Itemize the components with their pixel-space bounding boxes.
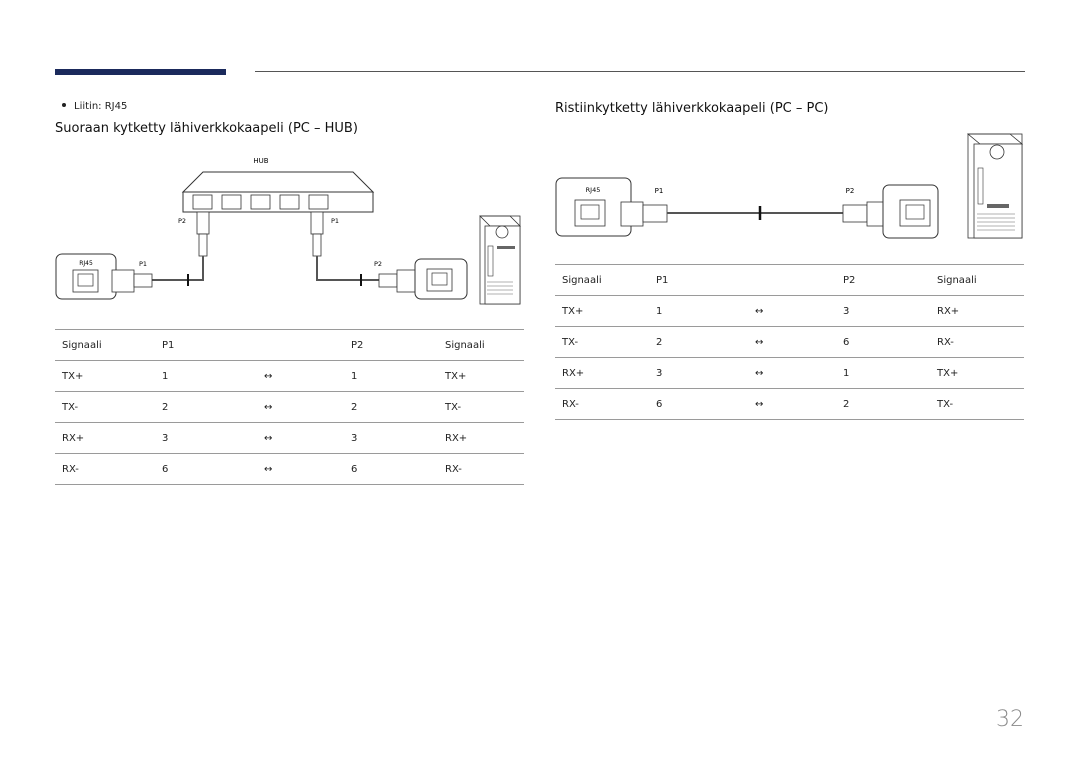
table-cell: RX- bbox=[555, 388, 649, 420]
hub-icon bbox=[181, 171, 375, 213]
hub-p1-label: P1 bbox=[331, 217, 339, 225]
rj45-plug-icon bbox=[378, 269, 420, 293]
table-cell: TX- bbox=[438, 391, 524, 423]
table-cell: RX+ bbox=[55, 422, 155, 454]
p1-label: P1 bbox=[655, 187, 664, 195]
table-cell: TX- bbox=[55, 391, 155, 423]
arrow-icon: ↔ bbox=[740, 357, 836, 389]
header-cell: Signaali bbox=[55, 329, 155, 361]
rj45-plug-icon bbox=[111, 269, 153, 293]
table-cell: TX+ bbox=[438, 360, 524, 392]
pc-tower-icon bbox=[479, 215, 521, 305]
header-cell bbox=[249, 329, 344, 361]
cable-right bbox=[316, 256, 379, 281]
table-cell: RX+ bbox=[438, 422, 524, 454]
header-cell: Signaali bbox=[930, 264, 1024, 296]
table-cell: 3 bbox=[649, 357, 740, 389]
arrow-icon: ↔ bbox=[740, 295, 836, 327]
pc-pc-diagram: RJ45 P1 P2 bbox=[555, 133, 1024, 239]
rj45-plug-icon bbox=[196, 211, 324, 257]
table-cell: TX- bbox=[930, 388, 1024, 420]
ethernet-port-icon bbox=[899, 199, 931, 227]
table-cell: 2 bbox=[649, 326, 740, 358]
table-cell: RX- bbox=[55, 453, 155, 485]
cable-left bbox=[151, 256, 204, 281]
arrow-icon: ↔ bbox=[249, 360, 344, 392]
header-rule bbox=[255, 71, 1025, 72]
table-cell: TX+ bbox=[555, 295, 649, 327]
table-cell: 1 bbox=[155, 360, 249, 392]
left-p1-label: P1 bbox=[139, 260, 147, 268]
table-cell: 2 bbox=[155, 391, 249, 423]
table-cell: 1 bbox=[649, 295, 740, 327]
table-cell: 3 bbox=[836, 295, 930, 327]
table-cell: 2 bbox=[836, 388, 930, 420]
rj45-plug-icon bbox=[842, 201, 890, 227]
rj45-label: RJ45 bbox=[79, 260, 93, 267]
header-accent-bar bbox=[55, 69, 226, 75]
table-cell: 1 bbox=[836, 357, 930, 389]
table-cell: 3 bbox=[344, 422, 438, 454]
header-cell: Signaali bbox=[438, 329, 524, 361]
rj45-plug-icon bbox=[620, 201, 668, 227]
page-number: 32 bbox=[996, 707, 1024, 732]
rj45-label: RJ45 bbox=[586, 186, 601, 194]
header-cell bbox=[740, 264, 836, 296]
table-cell: TX+ bbox=[930, 357, 1024, 389]
table-cell: TX+ bbox=[55, 360, 155, 392]
connector-label: Liitin: RJ45 bbox=[74, 101, 128, 112]
table-cell: RX- bbox=[930, 326, 1024, 358]
arrow-icon: ↔ bbox=[740, 326, 836, 358]
pc-tower-icon bbox=[966, 133, 1024, 239]
right-p2-label: P2 bbox=[374, 260, 382, 268]
table-cell: 6 bbox=[836, 326, 930, 358]
table-cell: 1 bbox=[344, 360, 438, 392]
pc-hub-diagram: HUB P2 P1 RJ45 P1 P2 bbox=[55, 157, 521, 305]
table-cell: RX+ bbox=[930, 295, 1024, 327]
header-cell: Signaali bbox=[555, 264, 649, 296]
header-cell: P2 bbox=[344, 329, 438, 361]
header-cell: P2 bbox=[836, 264, 930, 296]
ethernet-port-icon bbox=[72, 269, 99, 293]
arrow-icon: ↔ bbox=[740, 388, 836, 420]
arrow-icon: ↔ bbox=[249, 422, 344, 454]
hub-label: HUB bbox=[253, 157, 268, 165]
heading-pc-hub: Suoraan kytketty lähiverkkokaapeli (PC –… bbox=[55, 121, 358, 136]
table-cell: RX+ bbox=[555, 357, 649, 389]
p2-label: P2 bbox=[846, 187, 855, 195]
hub-p2-label: P2 bbox=[178, 217, 186, 225]
table-cell: 6 bbox=[155, 453, 249, 485]
header-cell: P1 bbox=[649, 264, 740, 296]
arrow-icon: ↔ bbox=[249, 391, 344, 423]
table-cell: 3 bbox=[155, 422, 249, 454]
table-cell: TX- bbox=[555, 326, 649, 358]
ethernet-port-icon bbox=[574, 199, 606, 227]
table-header-row: Signaali P1 P2 Signaali bbox=[55, 329, 524, 361]
ethernet-port-icon bbox=[426, 268, 453, 292]
table-cell: RX- bbox=[438, 453, 524, 485]
table-cell: 2 bbox=[344, 391, 438, 423]
header-cell: P1 bbox=[155, 329, 249, 361]
table-cell: 6 bbox=[344, 453, 438, 485]
arrow-icon: ↔ bbox=[249, 453, 344, 485]
bullet-dot-icon bbox=[62, 103, 66, 107]
table-header-row: Signaali P1 P2 Signaali bbox=[555, 264, 1024, 296]
connector-bullet: Liitin: RJ45 bbox=[62, 101, 127, 112]
table-cell: 6 bbox=[649, 388, 740, 420]
heading-pc-pc: Ristiinkytketty lähiverkkokaapeli (PC – … bbox=[555, 101, 829, 116]
